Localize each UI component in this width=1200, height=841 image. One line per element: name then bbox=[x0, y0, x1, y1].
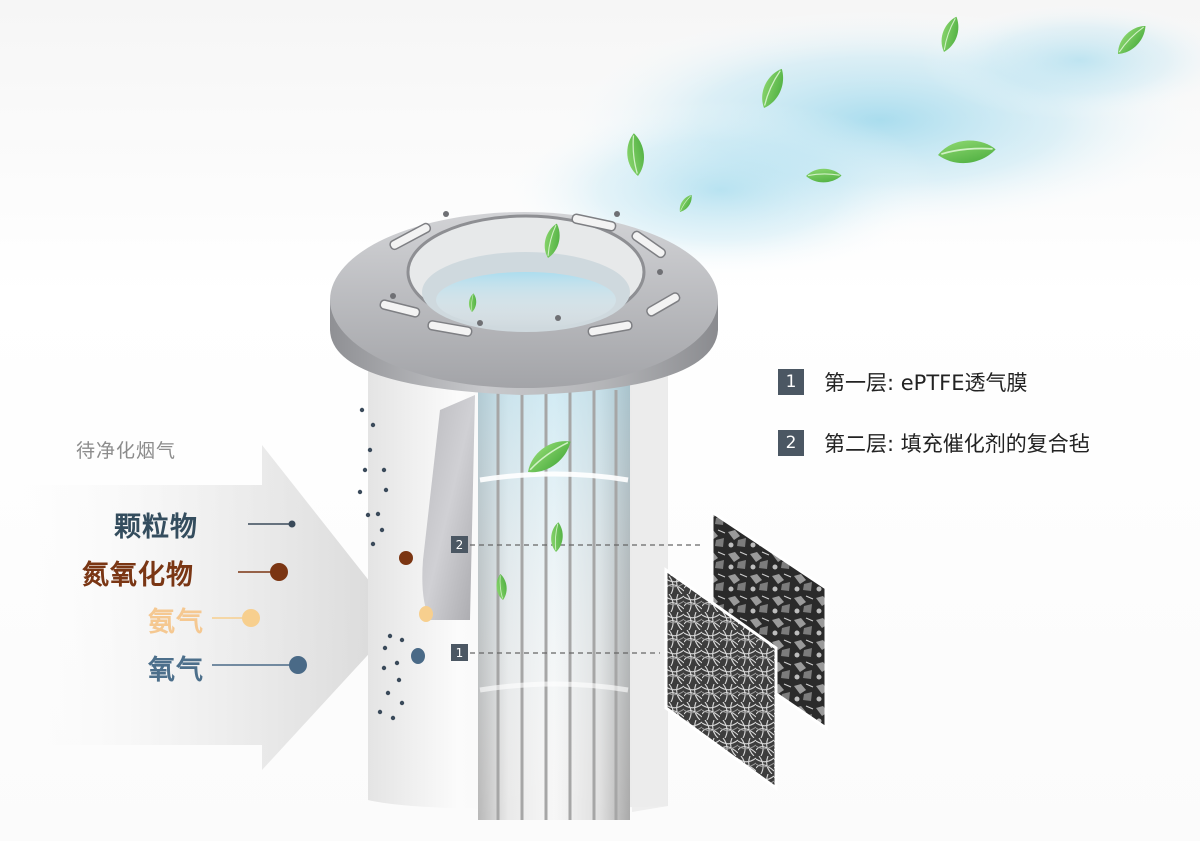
ammonia-dot bbox=[242, 609, 260, 627]
oxygen-dot bbox=[289, 656, 307, 674]
oxygen-dot-inside bbox=[411, 648, 425, 664]
legend-badge-2: 2 bbox=[778, 430, 804, 456]
particulate-dot bbox=[288, 520, 296, 528]
ammonia-dot-inside bbox=[419, 606, 433, 622]
sem-panel-eptfe-membrane bbox=[664, 567, 778, 791]
particle-dots bbox=[357, 407, 405, 721]
gas-label-ammonia: 氨气 bbox=[148, 607, 204, 638]
legend-badge-1: 1 bbox=[778, 369, 804, 395]
inflow-title: 待净化烟气 bbox=[76, 440, 177, 462]
gas-label-nitrogen-oxides: 氮氧化物 bbox=[82, 560, 194, 591]
callout-marker-1: 1 bbox=[451, 644, 468, 661]
legend-text-1: 第一层: ePTFE透气膜 bbox=[824, 371, 1028, 395]
gas-label-particulates: 颗粒物 bbox=[114, 512, 198, 543]
gas-label-oxygen: 氧气 bbox=[148, 655, 204, 686]
legend-layer-2: 2 第二层: 填充催化剂的复合毡 bbox=[778, 428, 1090, 458]
callout-marker-2: 2 bbox=[451, 536, 468, 553]
nox-dot-inside bbox=[399, 551, 413, 565]
nox-dot bbox=[270, 563, 288, 581]
inflow-arrow bbox=[0, 445, 400, 770]
legend-text-2: 第二层: 填充催化剂的复合毡 bbox=[824, 432, 1090, 456]
legend-layer-1: 1 第一层: ePTFE透气膜 bbox=[778, 367, 1028, 397]
